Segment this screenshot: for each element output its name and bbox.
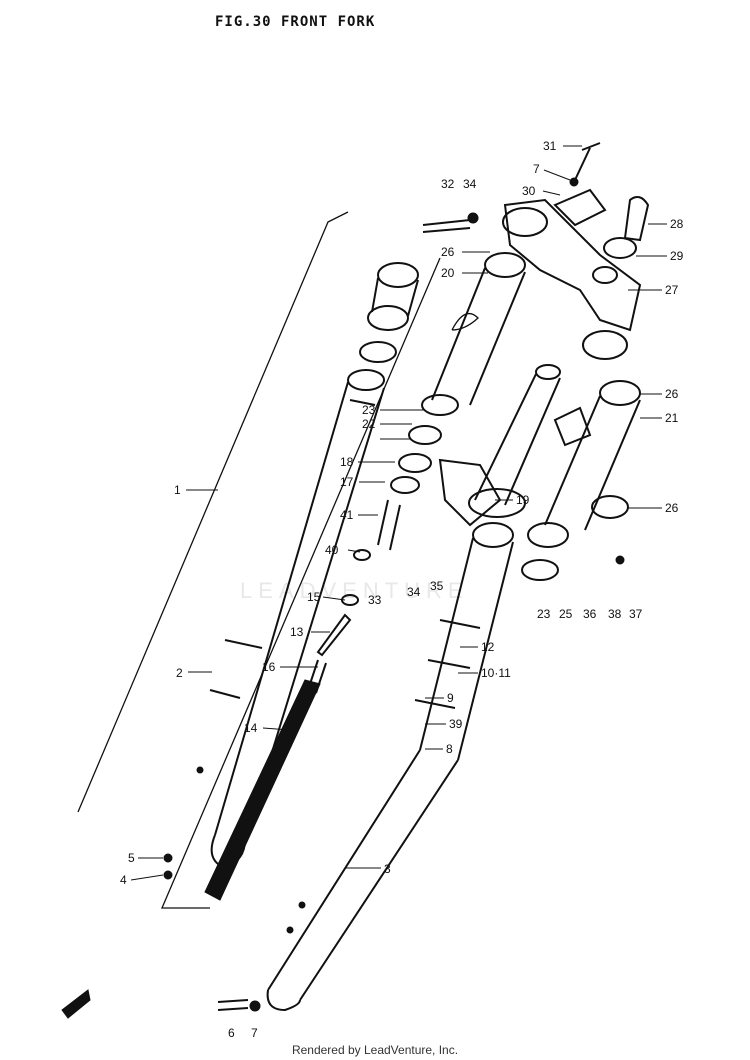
callout-35: 36 [583,607,597,621]
callout-16: 16 [262,660,276,674]
callout-33-top: 34 [463,177,477,191]
right-outer-tube [266,522,514,1012]
callout-9: 9 [447,691,454,705]
callout-29: 30 [522,184,536,198]
callout-27: 28 [670,217,684,231]
callout-labels: 1 2 3 4 5 6 7 8 9 10·11 12 13 14 15 16 1… [120,139,684,1040]
callout-19: 19 [516,493,530,507]
callout-22-lower: 23 [537,607,551,621]
steering-stem [438,364,592,527]
callout-28: 29 [670,249,684,263]
callout-22-upper: 22 [362,417,376,431]
callout-25-lower: 26 [665,501,679,515]
callout-37: 38 [608,607,622,621]
callout-3: 3 [384,862,391,876]
callout-34: 35 [430,579,444,593]
callout-33: 34 [407,585,421,599]
callout-10-11: 10·11 [481,666,511,680]
callout-7-top: 7 [533,162,540,176]
callout-23: 23 [362,403,376,417]
corner-mark [61,989,91,1019]
callout-4: 4 [120,873,127,887]
footer-credit: Rendered by LeadVenture, Inc. [291,1043,459,1057]
callout-25-top: 26 [441,245,455,259]
callout-18: 18 [340,455,354,469]
left-fork-bracket [77,211,441,909]
callout-39: 40 [325,543,339,557]
left-fork-tube [196,262,419,870]
callout-14: 14 [244,721,258,735]
callout-40: 41 [340,508,354,522]
leader-lines [130,145,667,881]
damper-and-spring [204,499,401,901]
callout-12: 12 [481,640,495,654]
callout-21: 21 [665,411,679,425]
callout-7: 7 [251,1026,258,1040]
callout-17: 17 [340,475,354,489]
seal-rings [390,394,629,581]
drain-bolt [163,555,625,1012]
upper-bracket [422,142,650,360]
callout-2: 2 [176,666,183,680]
inner-tube-21 [544,380,641,531]
watermark: LEADVENTURE [240,578,469,603]
callout-36: 37 [629,607,643,621]
callout-1: 1 [174,483,181,497]
callout-31: 32 [441,177,455,191]
inner-tube-20 [431,252,526,406]
callout-38: 39 [449,717,463,731]
callout-25-right: 26 [665,387,679,401]
callout-32: 33 [368,593,382,607]
callout-13: 13 [290,625,304,639]
callout-20: 20 [441,266,455,280]
callout-30: 31 [543,139,557,153]
callout-26: 27 [665,283,679,297]
figure-title: FIG.30 FRONT FORK [215,14,376,30]
callout-5: 5 [128,851,135,865]
callout-8: 8 [446,742,453,756]
callout-24: 25 [559,607,573,621]
callout-6: 6 [228,1026,235,1040]
callout-15: 15 [307,590,321,604]
